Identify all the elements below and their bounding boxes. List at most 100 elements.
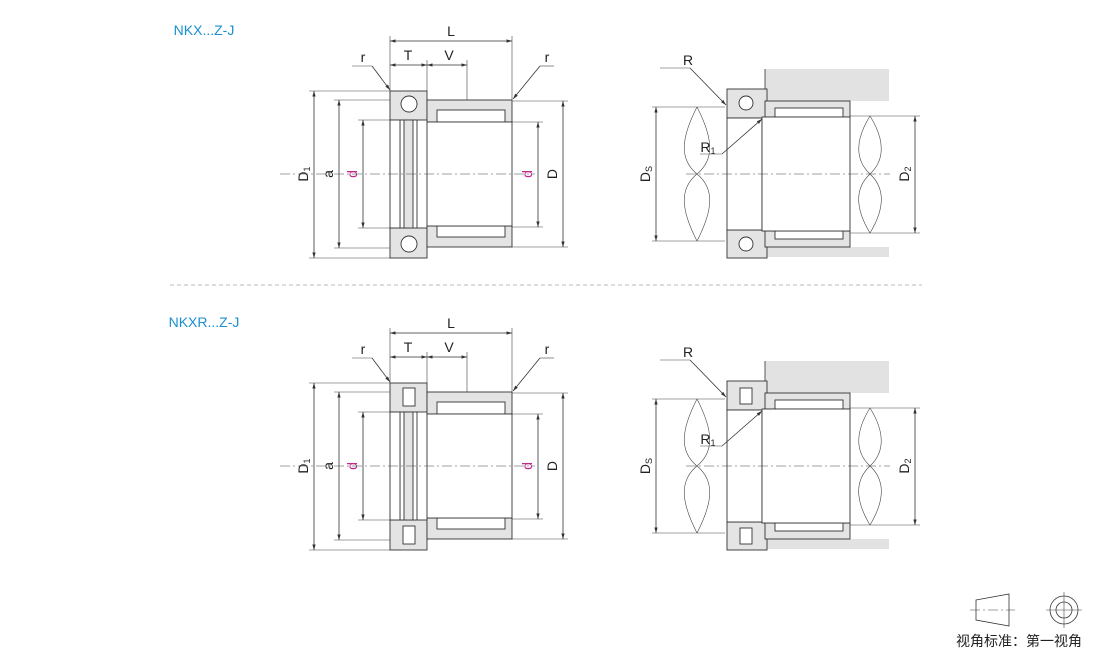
- roller-top: [739, 387, 753, 405]
- label-V: V: [444, 339, 454, 355]
- series-title: NKX...Z-J: [174, 22, 235, 38]
- label-V-main: V: [444, 339, 454, 355]
- needle-bottom: [774, 522, 844, 532]
- leader-r-right: [512, 65, 541, 100]
- needle-bottom: [436, 225, 506, 238]
- label-L: L: [447, 315, 455, 331]
- label-D: D: [544, 169, 560, 179]
- leader-R: [689, 359, 727, 398]
- label-Ds-main: D: [637, 172, 653, 182]
- label-D1-main: D: [295, 171, 311, 181]
- label-D2-main: D: [896, 171, 912, 181]
- label-Ds: DS: [637, 166, 654, 182]
- label-R1: R1: [700, 139, 715, 156]
- label-Ds-main: D: [637, 464, 653, 474]
- label-T-main: T: [404, 47, 413, 63]
- label-a-main: a: [320, 170, 336, 178]
- needle-top: [774, 399, 844, 410]
- roller-bottom: [739, 527, 753, 545]
- label-R1-main: R: [700, 139, 710, 155]
- series-title-main: NKX...Z-J: [174, 22, 235, 38]
- label-R1-subscript: 1: [711, 438, 716, 448]
- label-D1-subscript: 1: [302, 458, 312, 463]
- label-D2-main: D: [896, 463, 912, 473]
- shaft-break-right: [858, 115, 882, 234]
- label-L-main: L: [447, 315, 455, 331]
- housing-top: [765, 361, 889, 393]
- label-r-right: r: [545, 49, 550, 65]
- label-D2: D2: [896, 458, 913, 473]
- leader-R: [689, 67, 727, 106]
- label-r-left: r: [361, 341, 366, 357]
- label-r-right-main: r: [545, 49, 550, 65]
- label-T-main: T: [404, 339, 413, 355]
- label-D1: D1: [295, 166, 312, 181]
- needle-bottom: [774, 230, 844, 240]
- label-R-main: R: [683, 344, 693, 360]
- label-Ds: DS: [637, 458, 654, 474]
- label-r-left-main: r: [361, 49, 366, 65]
- ball-top: [400, 95, 418, 113]
- label-D1: D1: [295, 458, 312, 473]
- label-Ds-subscript: S: [644, 166, 654, 172]
- label-V: V: [444, 47, 454, 63]
- label-D2: D2: [896, 166, 913, 181]
- ball-bottom: [400, 235, 418, 253]
- label-r-left-main: r: [361, 341, 366, 357]
- label-R1-subscript: 1: [711, 146, 716, 156]
- label-T: T: [404, 47, 413, 63]
- ball-bottom: [738, 236, 754, 252]
- leader-r-left: [371, 65, 391, 91]
- label-D2-subscript: 2: [903, 458, 913, 463]
- projection-standard-caption: 视角标准：第一视角: [956, 634, 1082, 650]
- label-R: R: [683, 52, 693, 68]
- shaft-break-left: [684, 398, 710, 534]
- label-L-main: L: [447, 23, 455, 39]
- label-a-main: a: [320, 462, 336, 470]
- label-T: T: [404, 339, 413, 355]
- truncated-cone-icon: [975, 593, 1010, 627]
- leader-r-right: [512, 357, 541, 392]
- label-a: a: [320, 170, 336, 178]
- label-a: a: [320, 462, 336, 470]
- label-D: D: [544, 461, 560, 471]
- leader-r-left: [371, 357, 391, 383]
- thrust-housing-bottom: [389, 227, 428, 259]
- label-D1-main: D: [295, 463, 311, 473]
- series-title-main: NKXR...Z-J: [169, 314, 240, 330]
- shaft-break-right: [858, 407, 882, 526]
- label-D-main: D: [544, 169, 560, 179]
- needle-top: [436, 109, 506, 123]
- label-D2-subscript: 2: [903, 166, 913, 171]
- housing-top: [765, 69, 889, 101]
- needle-top: [774, 107, 844, 118]
- label-D1-subscript: 1: [302, 166, 312, 171]
- label-R-main: R: [683, 52, 693, 68]
- label-R: R: [683, 344, 693, 360]
- roller-bottom: [402, 525, 416, 545]
- series-title: NKXR...Z-J: [169, 314, 240, 330]
- leader-R1: [721, 118, 763, 155]
- label-L: L: [447, 23, 455, 39]
- shaft-break-left: [684, 106, 710, 242]
- needle-top: [436, 401, 506, 415]
- leader-R1: [721, 410, 763, 447]
- label-R1: R1: [700, 431, 715, 448]
- housing-bottom: [765, 539, 889, 549]
- label-r-right: r: [545, 341, 550, 357]
- label-D-main: D: [544, 461, 560, 471]
- needle-bottom: [436, 517, 506, 530]
- label-Ds-subscript: S: [644, 458, 654, 464]
- roller-top: [402, 387, 416, 407]
- label-r-right-main: r: [545, 341, 550, 357]
- label-r-left: r: [361, 49, 366, 65]
- housing-bottom: [765, 247, 889, 257]
- ball-top: [738, 95, 754, 111]
